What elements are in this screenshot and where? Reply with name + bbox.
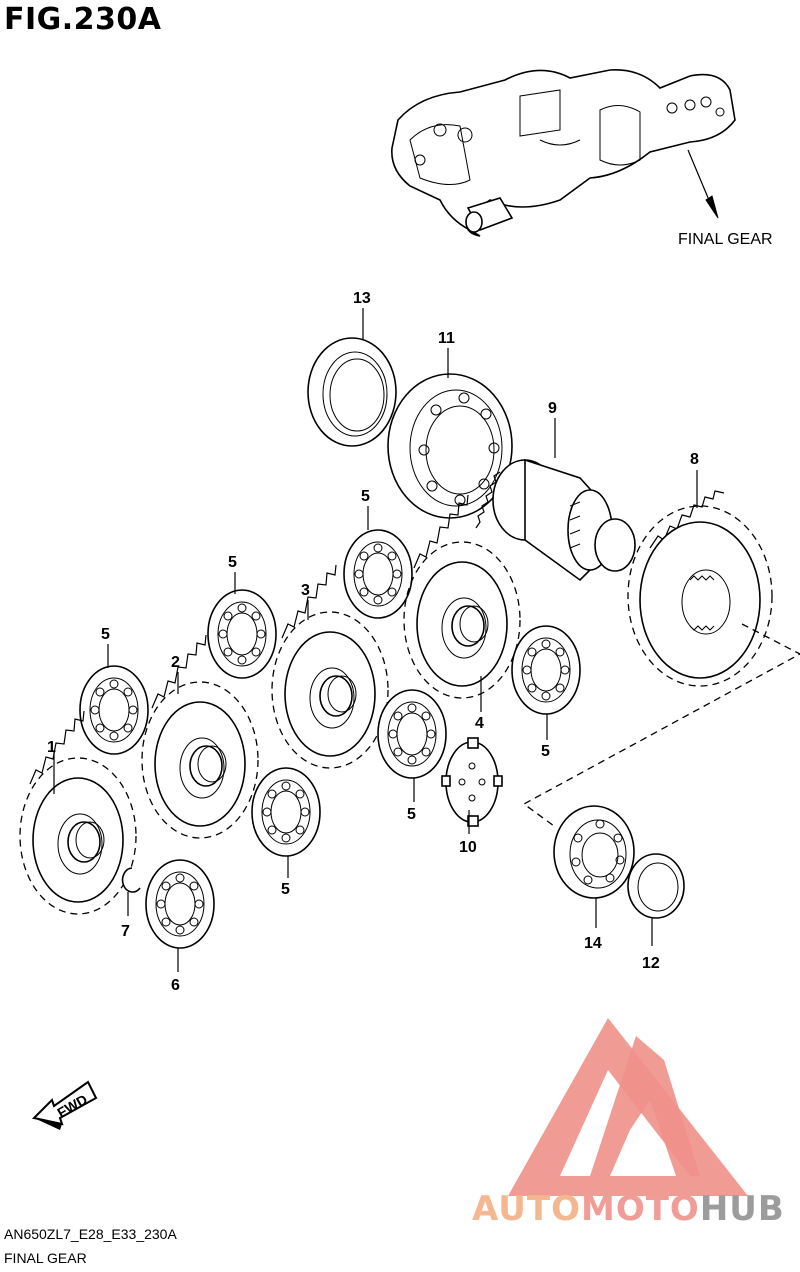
- callout-3: 3: [301, 582, 310, 599]
- part-5-bearing-a: [343, 529, 413, 619]
- axis-line: [522, 623, 800, 827]
- part-10-lock-plate: [441, 737, 503, 827]
- part-8-final-gear: [627, 490, 773, 687]
- engine-assembly: [391, 69, 736, 237]
- part-5-bearing-d: [79, 665, 149, 755]
- model-code: AN650ZL7_E28_E33_230A: [4, 1226, 177, 1242]
- figure-title: FIG.230A: [4, 2, 162, 37]
- part-5-bearing-b: [207, 589, 277, 679]
- watermark-text-c: HUB: [700, 1189, 785, 1229]
- watermark-text-b: MOTO: [581, 1189, 700, 1229]
- fwd-arrow-icon: FWD: [31, 1080, 98, 1130]
- callout-7: 7: [121, 923, 130, 940]
- part-12-oil-seal: [627, 853, 685, 919]
- callout-5b: 5: [228, 554, 237, 571]
- watermark-logo: AUTOMOTOHUB: [472, 1018, 785, 1229]
- part-11-bearing: [387, 373, 513, 519]
- callout-5e: 5: [407, 806, 416, 823]
- callout-12: 12: [642, 955, 660, 972]
- part-6-bearing: [145, 859, 215, 949]
- callout-2: 2: [171, 654, 180, 671]
- callout-5d: 5: [101, 626, 110, 643]
- final-gear-annotation: FINAL GEAR: [678, 231, 773, 248]
- part-5-bearing-c: [511, 625, 581, 715]
- callout-5f: 5: [281, 881, 290, 898]
- part-5-bearing-e: [377, 689, 447, 779]
- callout-1: 1: [47, 739, 56, 756]
- callout-5c: 5: [541, 743, 550, 760]
- callout-6: 6: [171, 977, 180, 994]
- part-13-oil-seal: [307, 337, 397, 447]
- watermark-text-a: AUTO: [472, 1189, 581, 1229]
- part-14-bearing: [553, 805, 635, 899]
- part-7-circlip: [121, 867, 141, 893]
- part-5-bearing-f: [251, 767, 321, 857]
- callout-5a: 5: [361, 488, 370, 505]
- callout-13: 13: [353, 290, 371, 307]
- callout-14: 14: [584, 935, 602, 952]
- callout-9: 9: [548, 400, 557, 417]
- part-9-shaft: [475, 458, 636, 582]
- svg-text:AUTOMOTOHUB: AUTOMOTOHUB: [472, 1189, 785, 1229]
- callout-11: 11: [438, 330, 455, 347]
- callout-10: 10: [459, 839, 477, 856]
- callout-8: 8: [690, 451, 699, 468]
- footer-subtitle: FINAL GEAR: [4, 1250, 87, 1266]
- callout-4: 4: [475, 715, 484, 732]
